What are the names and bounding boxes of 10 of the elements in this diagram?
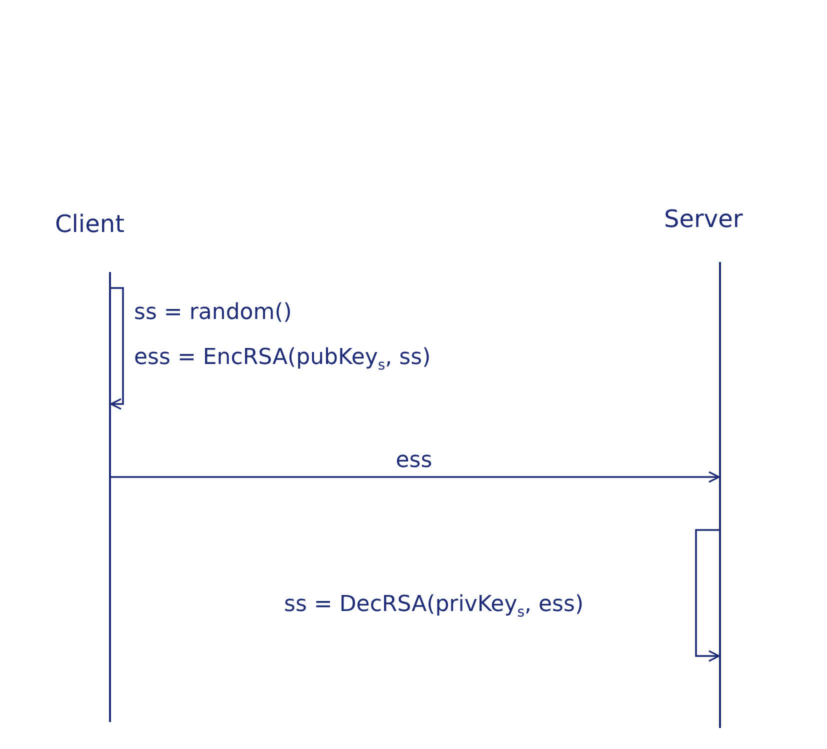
self-message-arrow (695, 529, 720, 662)
computation-note: ss = DecRSA(privKey$_{s}$, ess) (284, 592, 584, 620)
participant-name: Server (664, 205, 743, 233)
participant-name: Client (55, 210, 124, 238)
computation-note: ss = random() (134, 300, 292, 325)
message-arrow (111, 471, 720, 483)
computation-note: ess = EncRSA(pubKey$_{s}$, ss) (134, 345, 431, 374)
lifeline (719, 262, 721, 728)
lifeline (109, 272, 111, 722)
self-message-arrow (110, 287, 124, 410)
